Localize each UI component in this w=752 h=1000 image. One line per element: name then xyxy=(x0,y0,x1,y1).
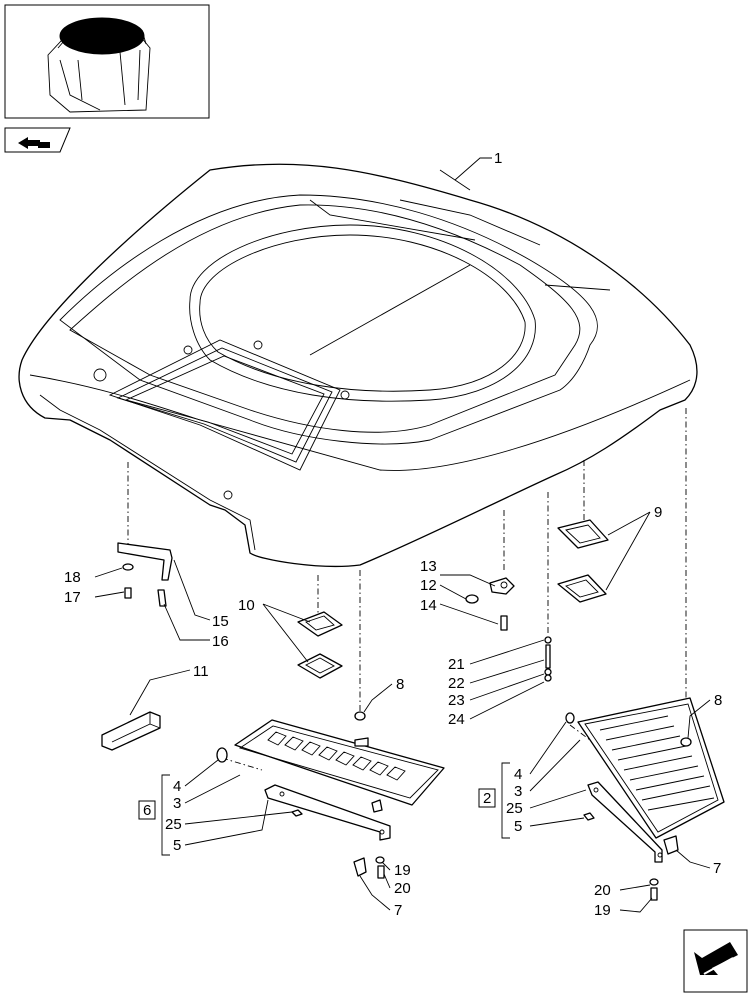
callout-cR5: 5 xyxy=(514,818,522,835)
callout-cL19: 19 xyxy=(394,862,411,879)
left-step-bracket xyxy=(264,784,391,841)
callout-c12: 12 xyxy=(420,577,437,594)
callout-cR4: 4 xyxy=(514,766,522,783)
clip-assembly xyxy=(465,577,515,631)
callout-c10: 10 xyxy=(238,597,255,614)
callout-c9: 9 xyxy=(654,504,662,521)
leader-lines xyxy=(94,157,711,913)
kit-left-brace xyxy=(138,774,170,856)
kit-right-brace xyxy=(478,762,510,839)
callout-cR7: 7 xyxy=(713,860,721,877)
callout-cL25: 25 xyxy=(165,816,182,833)
bracket-assembly xyxy=(117,542,173,607)
kit-label-kitR: 2 xyxy=(483,790,491,807)
callout-c8a: 8 xyxy=(396,676,404,693)
callout-cL4: 4 xyxy=(173,778,181,795)
pads-10 xyxy=(297,611,343,679)
callout-c14: 14 xyxy=(420,597,437,614)
kit-label-kitL: 6 xyxy=(143,802,151,819)
callout-labels: 1181715161110131214921222324884325519207… xyxy=(64,150,722,919)
callout-c1: 1 xyxy=(494,150,502,167)
fastener-stack xyxy=(544,636,552,682)
callout-c18: 18 xyxy=(64,569,81,586)
roof-panel xyxy=(18,163,698,567)
callout-c24: 24 xyxy=(448,711,465,728)
callout-cL20: 20 xyxy=(394,880,411,897)
page-arrow-icon xyxy=(18,137,50,149)
corner-nav-button[interactable] xyxy=(683,929,748,993)
callout-cR19: 19 xyxy=(594,902,611,919)
left-fasteners xyxy=(353,856,385,879)
callout-c15: 15 xyxy=(212,613,229,630)
navigation-tab[interactable] xyxy=(4,127,71,153)
callout-cL7: 7 xyxy=(394,902,402,919)
callout-cR20: 20 xyxy=(594,882,611,899)
callout-c13: 13 xyxy=(420,558,437,575)
callout-cR3: 3 xyxy=(514,783,522,800)
callout-cR25: 25 xyxy=(506,800,523,817)
callout-c23: 23 xyxy=(448,692,465,709)
pads-9 xyxy=(557,519,609,603)
return-arrow-icon xyxy=(694,942,738,975)
callout-cL3: 3 xyxy=(173,795,181,812)
left-step-plate xyxy=(216,711,445,813)
foam-block xyxy=(101,711,161,751)
callout-c16: 16 xyxy=(212,633,229,650)
assembly-lines xyxy=(127,408,687,771)
right-step-plate xyxy=(565,697,725,839)
callout-c11: 11 xyxy=(193,663,209,680)
callout-c8b: 8 xyxy=(714,692,722,709)
callout-cL5: 5 xyxy=(173,837,181,854)
right-step-bracket xyxy=(583,781,663,863)
right-fasteners xyxy=(649,835,679,901)
callout-c22: 22 xyxy=(448,675,465,692)
callout-c17: 17 xyxy=(64,589,81,606)
cab-thumbnail xyxy=(4,4,210,119)
callout-c21: 21 xyxy=(448,656,465,673)
